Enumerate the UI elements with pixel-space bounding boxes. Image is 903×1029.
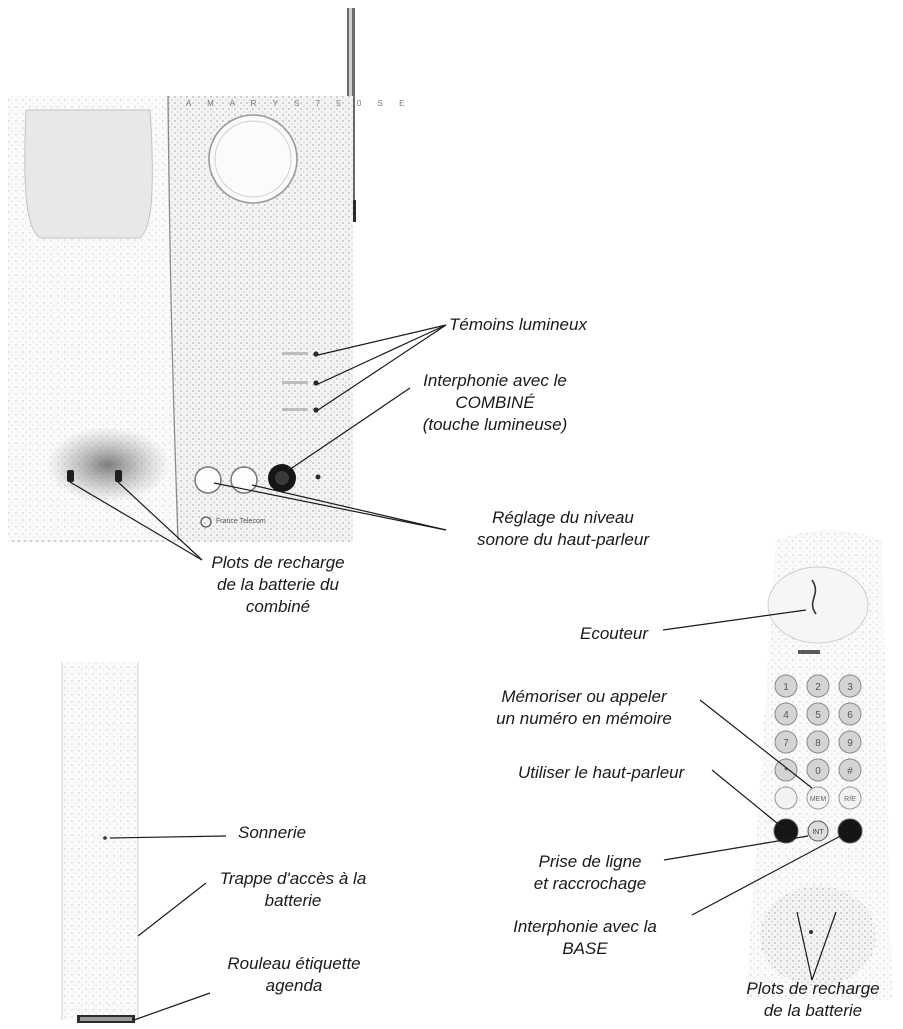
label-haut-parleur: Utiliser le haut-parleur	[518, 763, 685, 782]
keypad-key-label: 1	[783, 682, 789, 693]
keypad-key-label: *	[784, 766, 788, 777]
keypad-key[interactable]: 1	[774, 674, 798, 698]
led-indicator	[313, 351, 319, 357]
keypad-key-label: 5	[815, 710, 821, 721]
base-footer-brand: France Telecom	[216, 518, 266, 525]
label-plots-batterie: Plots de recharge de la batterie	[746, 979, 880, 1020]
function-key[interactable]: R/E	[838, 786, 862, 810]
charging-contact-right	[115, 470, 122, 482]
keypad-key[interactable]: *	[774, 758, 798, 782]
speaker-grille	[208, 114, 298, 204]
keypad-key-label: 3	[847, 682, 853, 693]
keypad-key-label: #	[847, 766, 853, 777]
label-reglage: Réglage du niveau sonore du haut-parleur	[476, 508, 649, 549]
keypad-key[interactable]: 8	[806, 730, 830, 754]
keypad-key-label: 8	[815, 738, 821, 749]
base-brand-text: A M A R Y S 7 5 0 S E	[186, 99, 412, 108]
ringer-hole	[103, 836, 107, 840]
keypad-key[interactable]: 5	[806, 702, 830, 726]
label-memoriser: Mémoriser ou appeler un numéro en mémoir…	[496, 687, 672, 728]
keypad-key-label: 7	[783, 738, 789, 749]
keypad-key-label: 9	[847, 738, 853, 749]
keypad-key[interactable]: 3	[838, 674, 862, 698]
keypad-key[interactable]: 4	[774, 702, 798, 726]
label-interphonie-base: Interphonie avec la BASE	[513, 917, 657, 958]
intercom-base-button[interactable]: INT	[807, 820, 829, 842]
keypad-key-label: 6	[847, 710, 853, 721]
label-temoins: Témoins lumineux	[449, 315, 587, 334]
speakerphone-button[interactable]	[773, 818, 799, 844]
label-sonnerie: Sonnerie	[238, 823, 307, 842]
keypad-key[interactable]: 9	[838, 730, 862, 754]
handset-back	[61, 662, 139, 1023]
handset-back-body	[62, 662, 138, 1020]
keypad-key[interactable]: #	[838, 758, 862, 782]
label-trappe: Trappe d'accès à la batterie	[219, 869, 367, 910]
keypad-key[interactable]: 7	[774, 730, 798, 754]
function-key-label: MEM	[810, 796, 827, 803]
led-indicator	[313, 380, 319, 386]
keypad-key-label: 0	[815, 766, 821, 777]
function-key-label: R/E	[844, 796, 856, 803]
keypad-key-label: 4	[783, 710, 789, 721]
label-prise-ligne: Prise de ligne et raccrochage	[533, 852, 647, 893]
bottom-key-label: INT	[812, 829, 824, 836]
keypad-key[interactable]: 0	[806, 758, 830, 782]
function-key[interactable]	[774, 786, 798, 810]
label-plots-combine: Plots de recharge de la batterie du comb…	[211, 553, 345, 616]
keypad-key[interactable]: 6	[838, 702, 862, 726]
label-interphonie-combine: Interphonie avec le COMBINÉ (touche lumi…	[422, 371, 568, 434]
function-key[interactable]: MEM	[806, 786, 830, 810]
label-rouleau: Rouleau étiquette agenda	[227, 954, 361, 995]
charging-contact-left	[67, 470, 74, 482]
line-button[interactable]	[837, 818, 863, 844]
keypad-key-label: 2	[815, 682, 821, 693]
keypad-key[interactable]: 2	[806, 674, 830, 698]
label-ecouteur: Ecouteur	[580, 624, 649, 643]
